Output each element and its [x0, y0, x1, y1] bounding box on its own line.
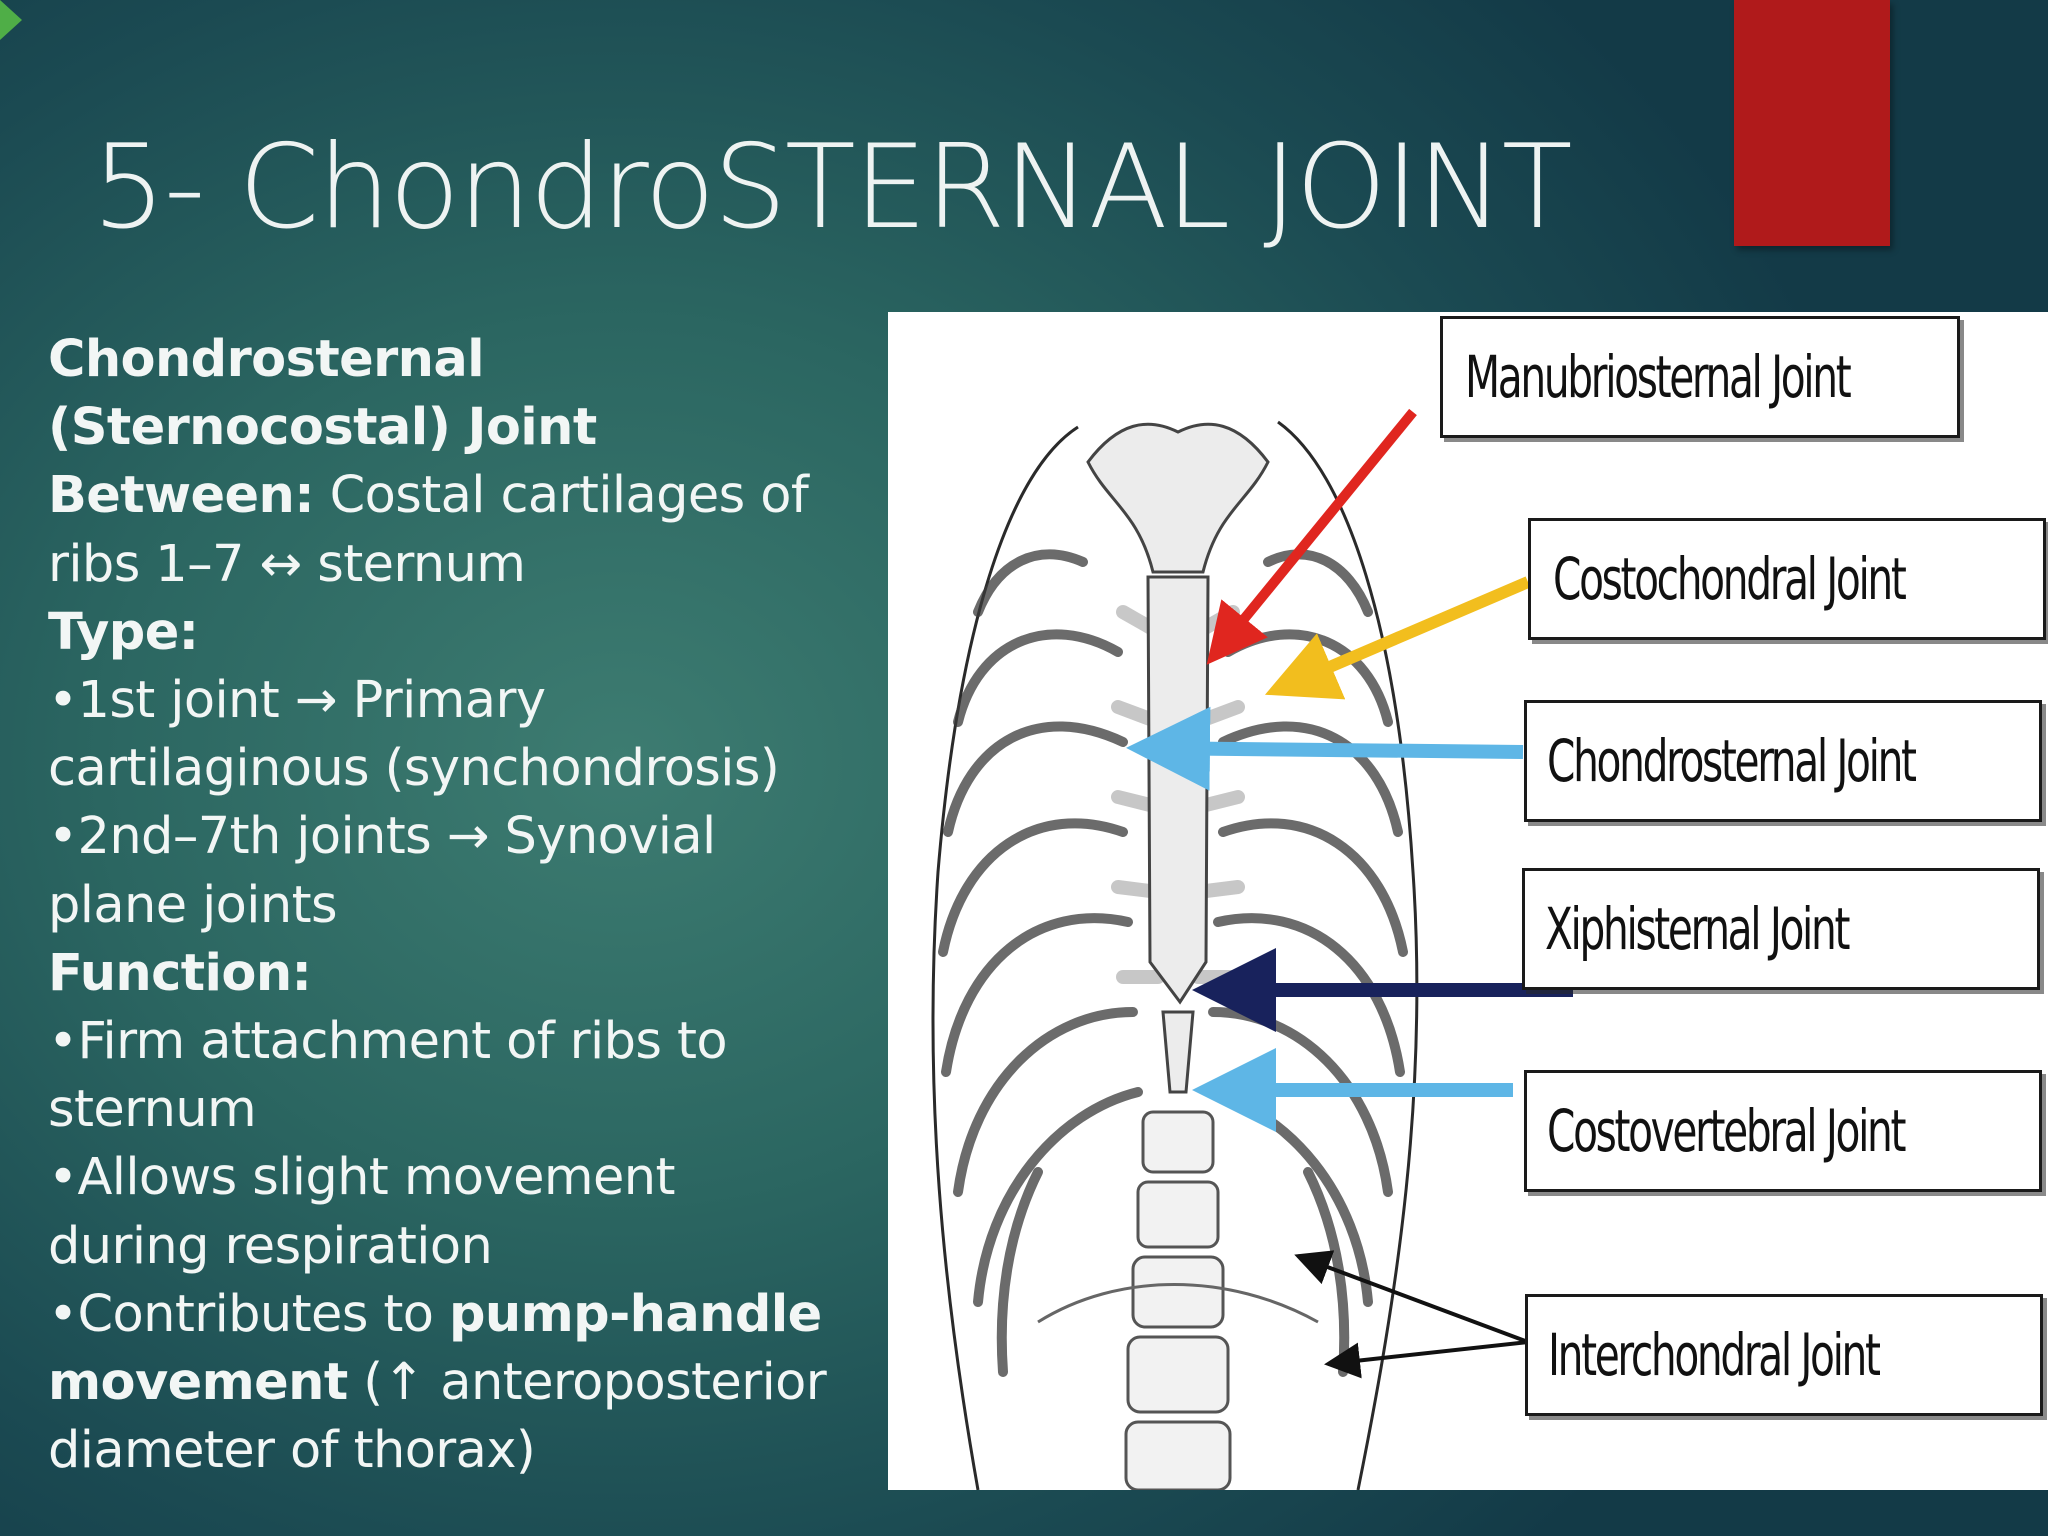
- type-item-1-line-1: •1st joint → Primary: [48, 671, 546, 731]
- between-text-1: Costal cartilages of: [314, 466, 809, 526]
- manubriosternal-arrow: [1206, 408, 1417, 665]
- type-label: Type:: [48, 602, 199, 662]
- slide-title: 5- ChondroSTERNAL JOINT: [92, 120, 1573, 255]
- function-item-3-post-1: (↑ anteroposterior: [347, 1353, 827, 1413]
- label-xiphisternal-text: Xiphisternal Joint: [1545, 895, 1850, 963]
- function-label: Function:: [48, 943, 312, 1003]
- vertebral-column: [1124, 1110, 1232, 1490]
- body-text: Chondrosternal (Sternocostal) Joint Betw…: [48, 326, 890, 1485]
- function-item-2-line-2: during respiration: [48, 1216, 493, 1276]
- between-label: Between:: [48, 466, 315, 526]
- function-item-3-bold-2: movement: [48, 1353, 348, 1413]
- costochondral-arrow: [1264, 576, 1531, 700]
- function-item-2-line-1: •Allows slight movement: [48, 1148, 675, 1208]
- function-item-3-post-2: diameter of thorax): [48, 1421, 536, 1481]
- between-text-2: ribs 1–7 ↔ sternum: [48, 534, 526, 594]
- interchondral-arrow-upper: [1294, 1250, 1529, 1344]
- label-xiphisternal: Xiphisternal Joint: [1522, 868, 2040, 990]
- type-item-2-line-2: plane joints: [48, 875, 338, 935]
- heading-line-1: Chondrosternal: [48, 330, 485, 389]
- function-item-3-pre: •Contributes to: [48, 1284, 450, 1344]
- function-item-1-line-1: •Firm attachment of ribs to: [48, 1012, 728, 1072]
- label-chondrosternal-text: Chondrosternal Joint: [1547, 727, 1917, 795]
- type-item-1-line-2: cartilaginous (synchondrosis): [48, 739, 780, 799]
- label-costochondral-text: Costochondral Joint: [1553, 545, 1907, 613]
- type-item-2-line-1: •2nd–7th joints → Synovial: [48, 807, 716, 867]
- function-item-3-bold-1: pump-handle: [449, 1284, 822, 1344]
- function-item-1-line-2: sternum: [48, 1080, 257, 1140]
- rib-cage-illustration: [931, 408, 1573, 1490]
- label-costovertebral-text: Costovertebral Joint: [1547, 1097, 1906, 1165]
- label-costochondral: Costochondral Joint: [1528, 518, 2046, 640]
- label-manubriosternal: Manubriosternal Joint: [1440, 316, 1960, 438]
- label-costovertebral: Costovertebral Joint: [1524, 1070, 2042, 1192]
- red-accent-bar: [1734, 0, 1890, 246]
- label-interchondral-text: Interchondral Joint: [1548, 1321, 1881, 1389]
- thorax-diagram: Manubriosternal Joint Costochondral Join…: [888, 312, 2048, 1490]
- interchondral-arrow-lower: [1324, 1340, 1529, 1379]
- label-interchondral: Interchondral Joint: [1525, 1294, 2043, 1416]
- diaphragm-line: [1037, 1283, 1319, 1324]
- label-chondrosternal: Chondrosternal Joint: [1524, 700, 2042, 822]
- corner-arrow-decoration: [0, 0, 22, 40]
- heading-line-2: (Sternocostal) Joint: [48, 398, 597, 458]
- chondrosternal-arrow: [1126, 706, 1524, 791]
- label-manubriosternal-text: Manubriosternal Joint: [1465, 343, 1852, 411]
